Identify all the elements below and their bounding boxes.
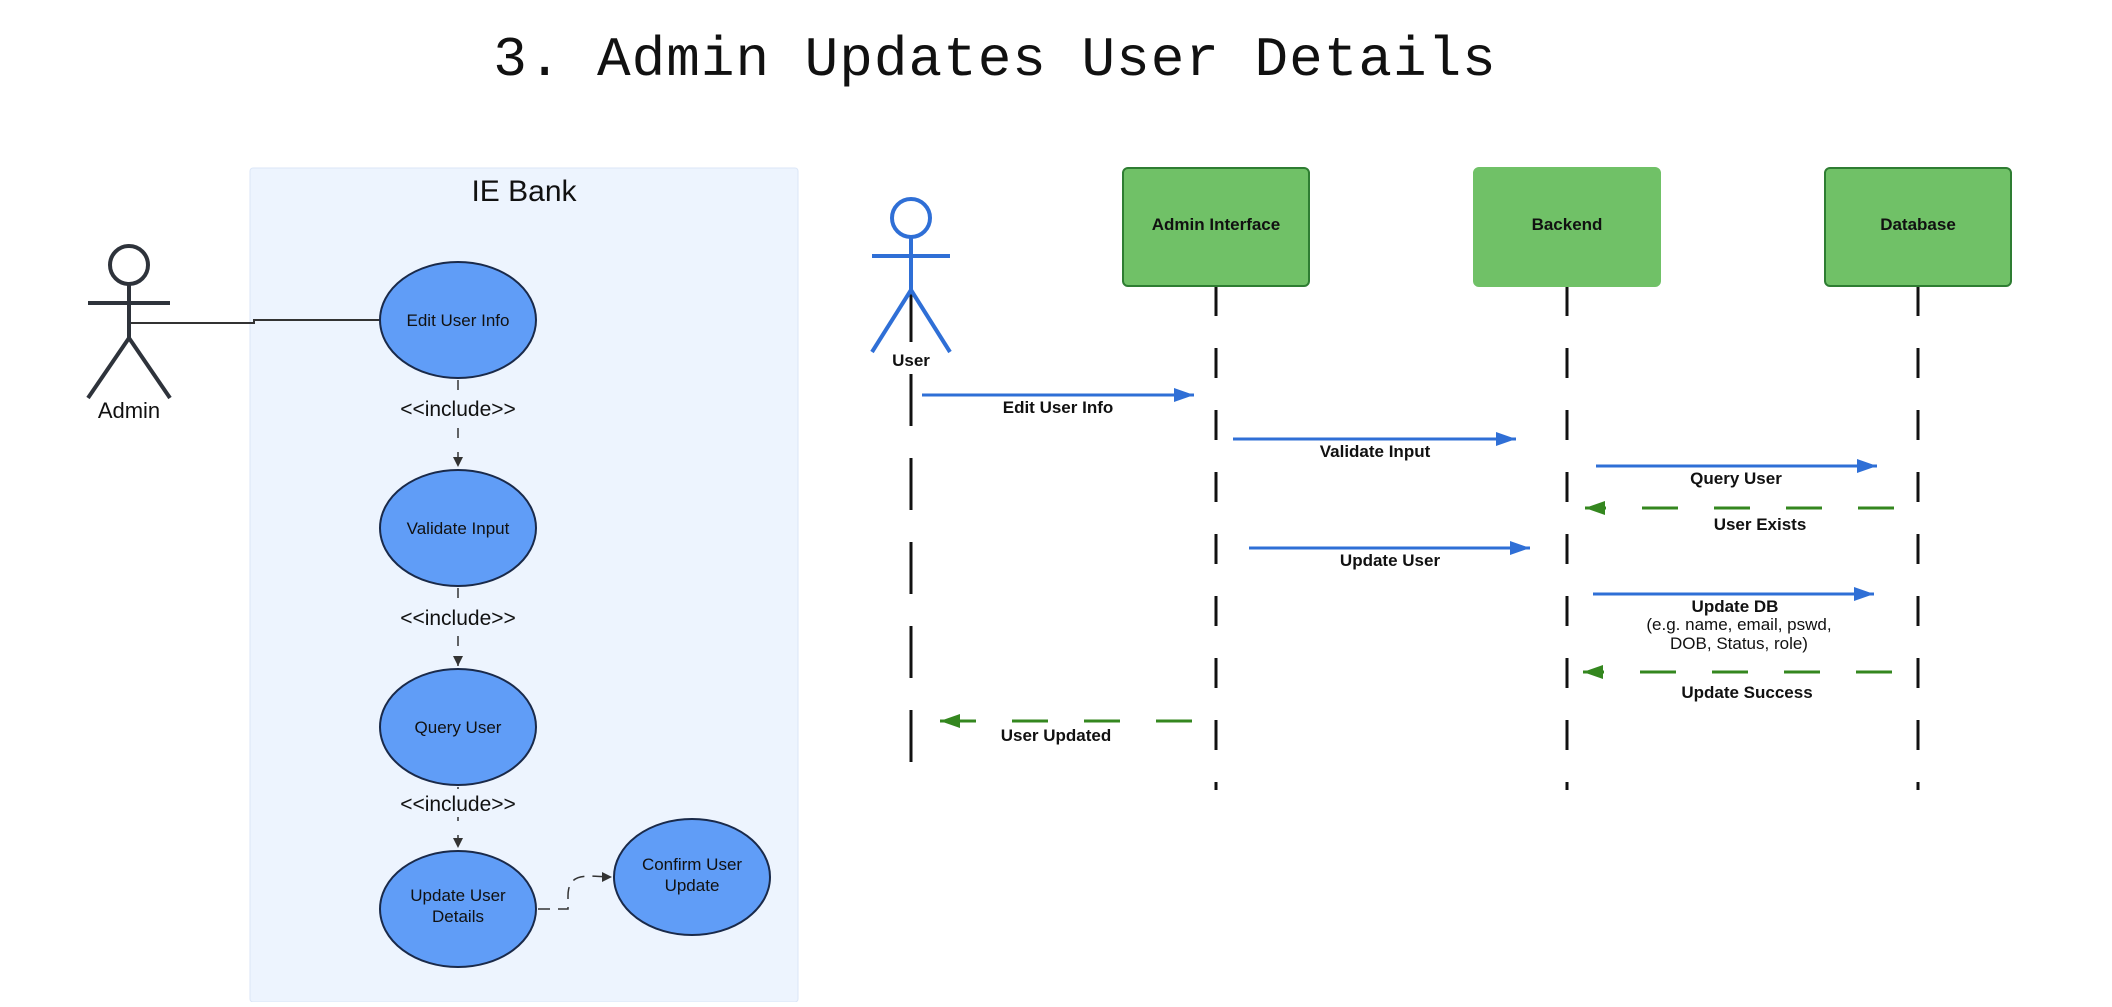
participant-backend: Backend bbox=[1473, 167, 1661, 287]
usecase-edit-label: Edit User Info bbox=[407, 311, 510, 330]
association-line bbox=[131, 319, 380, 324]
msg-user-exists-label: User Exists bbox=[1714, 515, 1807, 534]
user-actor-label: User bbox=[892, 351, 930, 370]
usecase-confirm-user-update: Confirm User Update bbox=[613, 818, 771, 936]
usecase-update-user-details: Update User Details bbox=[379, 850, 537, 968]
usecase-confirm-label-2: Update bbox=[665, 876, 720, 895]
msg-validate-input-label: Validate Input bbox=[1320, 442, 1431, 461]
page-title: 3. Admin Updates User Details bbox=[493, 28, 1497, 92]
usecase-query-label: Query User bbox=[415, 718, 502, 737]
admin-actor bbox=[86, 244, 172, 400]
msg-edit-user-info-label: Edit User Info bbox=[1003, 398, 1114, 417]
msg-update-db-label: Update DB bbox=[1692, 597, 1779, 616]
confirm-connector bbox=[538, 871, 613, 910]
include-label-2: <<include>> bbox=[400, 607, 516, 630]
msg-user-updated-label: User Updated bbox=[1001, 726, 1112, 745]
participant-database-label: Database bbox=[1880, 215, 1956, 234]
include-label-1: <<include>> bbox=[400, 398, 516, 421]
usecase-validate-input: Validate Input bbox=[379, 469, 537, 587]
msg-query-user-label: Query User bbox=[1690, 469, 1782, 488]
msg-update-success-label: Update Success bbox=[1681, 683, 1812, 702]
include-label-3: <<include>> bbox=[400, 793, 516, 816]
system-name: IE Bank bbox=[471, 175, 577, 208]
usecase-validate-label: Validate Input bbox=[407, 519, 510, 538]
usecase-update-label-2: Details bbox=[432, 907, 484, 926]
msg-update-db-note-2: DOB, Status, role) bbox=[1670, 634, 1808, 653]
participant-admin-interface-label: Admin Interface bbox=[1152, 215, 1280, 234]
admin-actor-label: Admin bbox=[98, 398, 160, 423]
user-actor bbox=[870, 197, 952, 354]
participant-admin-interface: Admin Interface bbox=[1122, 167, 1310, 287]
usecase-edit-user-info: Edit User Info bbox=[379, 261, 537, 379]
participant-backend-label: Backend bbox=[1532, 215, 1603, 234]
usecase-confirm-label-1: Confirm User bbox=[642, 855, 742, 874]
participant-database: Database bbox=[1824, 167, 2012, 287]
msg-update-user-label: Update User bbox=[1340, 551, 1441, 570]
usecase-query-user: Query User bbox=[379, 668, 537, 786]
usecase-update-label-1: Update User bbox=[410, 886, 506, 905]
msg-update-db-note-1: (e.g. name, email, pswd, bbox=[1646, 615, 1831, 634]
